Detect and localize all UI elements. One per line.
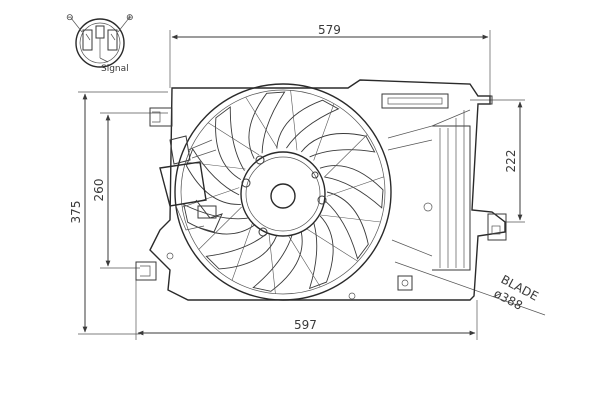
fan-strut — [208, 122, 260, 156]
fan-strut — [245, 96, 278, 149]
fan-blade — [183, 203, 255, 235]
electrical-connector: ⊖ ⊕ Signal — [66, 13, 134, 74]
shroud-outline — [149, 79, 506, 301]
fan-strut — [231, 223, 253, 281]
fan-blade — [325, 191, 369, 260]
dimension-left-height: 375 — [69, 91, 168, 335]
fan-strut — [324, 134, 368, 178]
fan-blade — [252, 231, 303, 292]
shroud-plug-housing — [397, 275, 413, 291]
motor-housing — [240, 151, 326, 237]
connector-pin-left — [82, 29, 93, 51]
fan-ring — [174, 83, 392, 301]
top-width-value: 579 — [318, 23, 341, 37]
fan-strut — [290, 90, 298, 151]
fan-shroud — [135, 79, 507, 301]
fan-motor — [240, 151, 327, 237]
mount-hole-bottom — [348, 292, 356, 300]
fan-blade — [300, 133, 376, 158]
fan-strut — [306, 228, 358, 262]
shroud-top-slot — [381, 93, 449, 109]
inner-height-value: 260 — [92, 179, 106, 202]
minus-terminal-label: ⊖ — [66, 13, 74, 23]
fan-blade — [308, 215, 334, 290]
fan-blade — [205, 232, 278, 270]
fan-blade — [248, 91, 286, 159]
mount-tab-bottom-left — [135, 261, 157, 281]
mount-hole-right — [423, 202, 433, 212]
left-height-value: 375 — [69, 201, 83, 224]
dimension-top-width: 579 — [169, 23, 491, 100]
fan-strut — [182, 187, 240, 208]
motor-hub — [270, 183, 296, 209]
fan-strut — [288, 235, 321, 288]
dimension-bottom-width: 597 — [135, 278, 478, 340]
fan-blade — [319, 165, 384, 209]
fan-blade — [276, 99, 340, 149]
resistor-module — [159, 135, 223, 233]
connector-housing — [75, 18, 125, 68]
mount-tab-right — [487, 213, 507, 241]
bottom-width-value: 597 — [294, 318, 317, 332]
shroud-right-ribs — [432, 125, 471, 271]
connector-pin-right — [107, 29, 118, 51]
dimension-right-height: 222 — [470, 99, 525, 223]
connector-pin-signal — [95, 25, 105, 39]
fan-blade — [215, 106, 245, 180]
plus-terminal-label: ⊕ — [126, 13, 134, 23]
fan-strut — [198, 206, 242, 250]
fan-strut — [326, 176, 384, 197]
fan-blades — [182, 90, 384, 294]
mount-tab-top-left — [149, 107, 173, 127]
signal-terminal-label: Signal — [101, 64, 129, 74]
fan-outer-ring — [174, 83, 392, 301]
fan-strut — [320, 214, 381, 223]
dimension-inner-height: 260 — [92, 112, 168, 269]
right-height-value: 222 — [504, 150, 518, 173]
fan-strut — [268, 233, 276, 294]
resistor-block — [159, 161, 207, 207]
fan-strut — [313, 103, 335, 161]
